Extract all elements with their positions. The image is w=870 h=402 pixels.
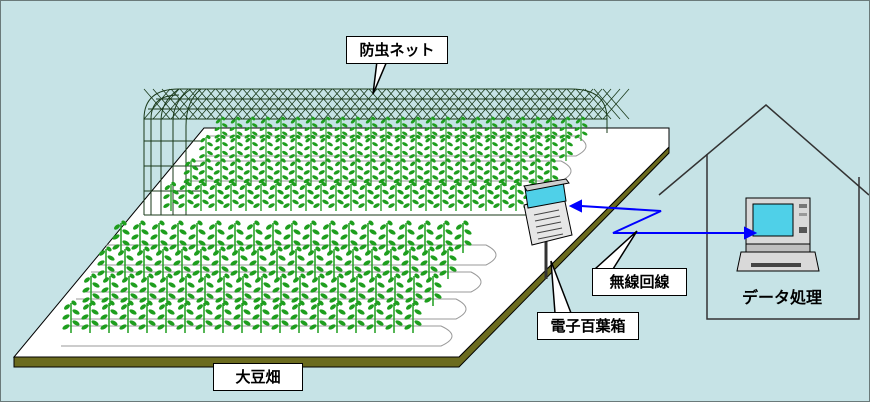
- net-mesh: [143, 88, 630, 120]
- computer-icon: [736, 197, 820, 272]
- weather-box-label: 電子百葉箱: [537, 312, 639, 340]
- callout-pointers: [372, 60, 638, 314]
- weather-box-icon: [523, 178, 573, 279]
- wireless-arrow: [568, 199, 758, 240]
- insect-net-label: 防虫ネット: [346, 36, 448, 64]
- house-outline: [658, 104, 869, 320]
- soybean-field-label: 大豆畑: [213, 363, 303, 391]
- net-tunnel: [143, 88, 608, 216]
- data-processing-label: データ処理: [741, 288, 822, 307]
- wireless-link-label: 無線回線: [592, 268, 687, 296]
